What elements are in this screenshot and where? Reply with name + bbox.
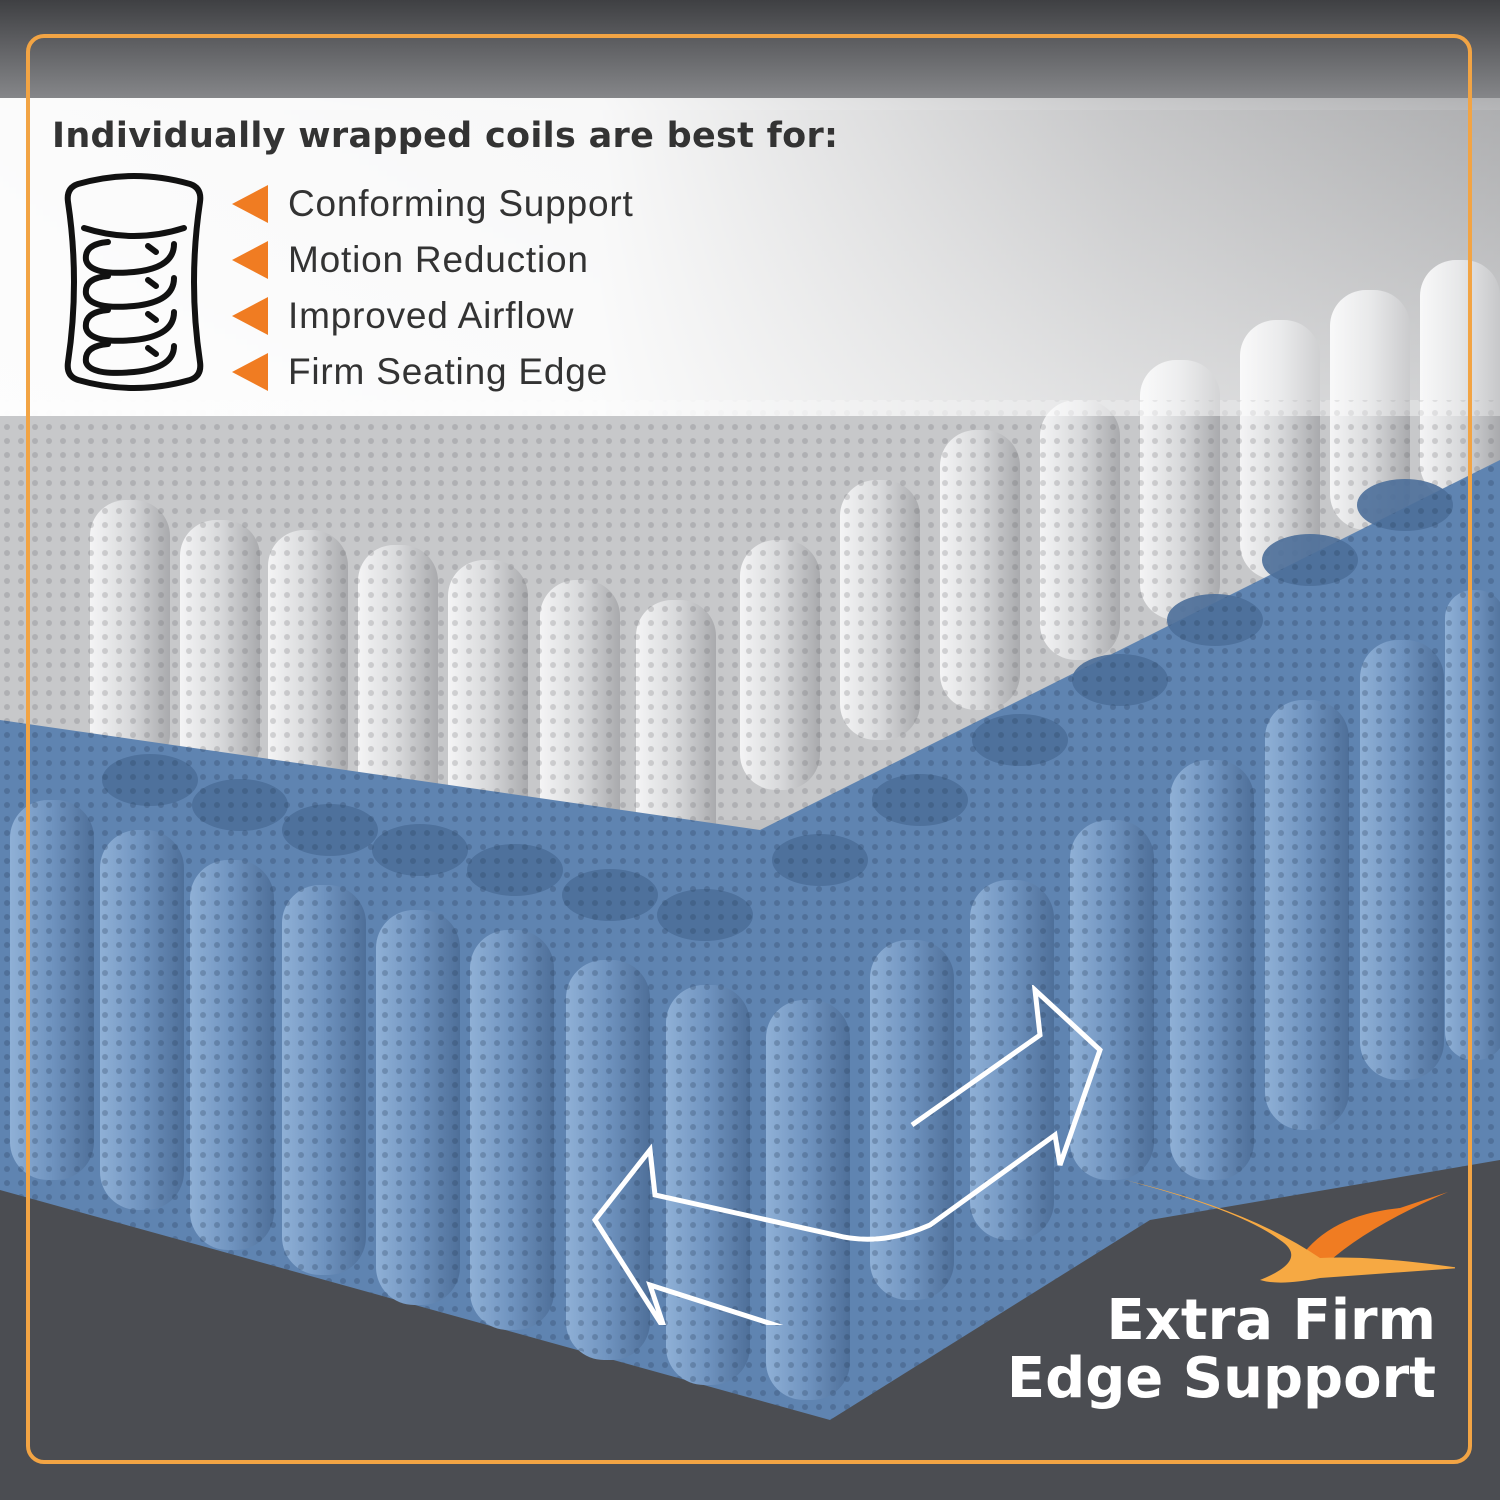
orange-triangle-bullet-icon bbox=[232, 353, 268, 391]
callout-line-2: Edge Support bbox=[1006, 1346, 1436, 1411]
edge-support-callout: Extra Firm Edge Support bbox=[1007, 1292, 1436, 1408]
benefit-item: Motion Reduction bbox=[232, 232, 634, 288]
wrapped-coil-icon bbox=[64, 173, 204, 391]
callout-line-1: Extra Firm bbox=[1106, 1288, 1436, 1353]
benefit-label: Improved Airflow bbox=[288, 295, 575, 336]
benefit-item: Improved Airflow bbox=[232, 288, 634, 344]
benefit-item: Firm Seating Edge bbox=[232, 344, 634, 400]
benefit-label: Motion Reduction bbox=[288, 239, 589, 280]
infographic-heading: Individually wrapped coils are best for: bbox=[52, 116, 839, 156]
orange-triangle-bullet-icon bbox=[232, 241, 268, 279]
orange-swoosh-logo-icon bbox=[1125, 1180, 1455, 1283]
orange-triangle-bullet-icon bbox=[232, 297, 268, 335]
benefits-list: Conforming Support Motion Reduction Impr… bbox=[232, 176, 634, 400]
double-headed-arrow-icon bbox=[591, 985, 1103, 1325]
benefit-label: Firm Seating Edge bbox=[288, 351, 609, 392]
benefit-label: Conforming Support bbox=[288, 183, 634, 224]
benefit-item: Conforming Support bbox=[232, 176, 634, 232]
orange-triangle-bullet-icon bbox=[232, 185, 268, 223]
